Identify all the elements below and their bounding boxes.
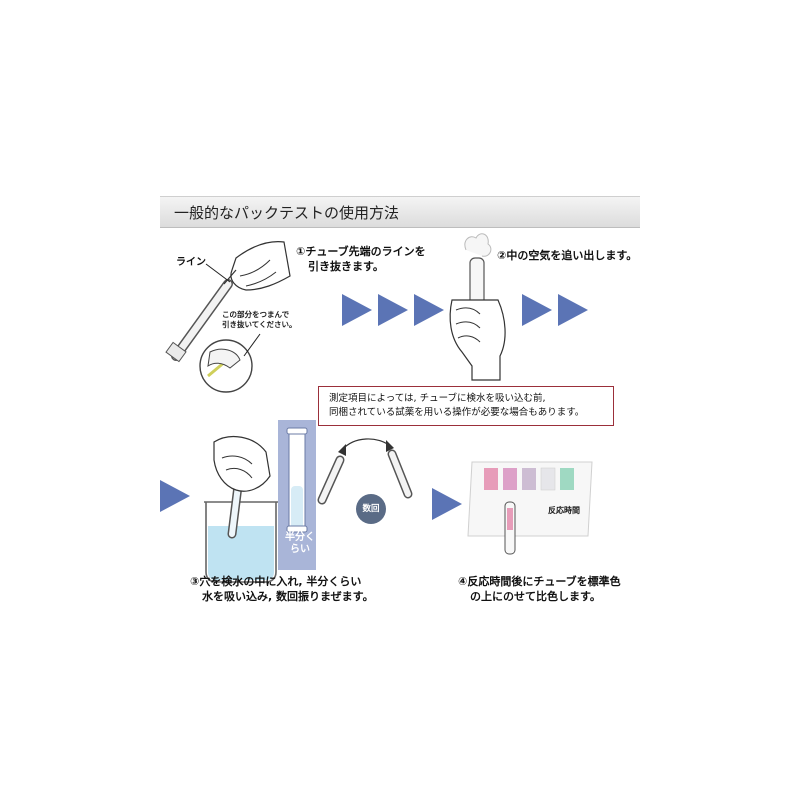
arrow-right-icon (558, 294, 588, 326)
note-box: 測定項目によっては, チューブに検水を吸い込む前, 同梱されている試薬を用いる操… (318, 386, 614, 426)
page-title: 一般的なパックテストの使用方法 (174, 204, 400, 222)
arrows-row1 (342, 294, 588, 326)
step4-text: ④反応時間後にチューブを標準色 の上にのせて比色します。 (458, 575, 621, 603)
step2-text: ②中の空気を追い出します。 (497, 249, 638, 262)
times-badge: 数回 (356, 494, 386, 524)
arrow-right-icon (160, 480, 190, 512)
step1-text: ①チューブ先端のラインを 引き抜きます。 (296, 245, 426, 273)
step1-illustration (165, 241, 291, 393)
pinch-instruction: この部分をつまんで 引き抜いてください。 (222, 310, 297, 329)
section-title-bar: 一般的なパックテストの使用方法 (160, 196, 640, 228)
step4-illustration (432, 461, 593, 555)
color-swatches (484, 467, 574, 491)
step3-illustration (160, 420, 413, 583)
arrow-right-icon (414, 294, 444, 326)
arrow-right-icon (432, 488, 462, 520)
step2-illustration (449, 233, 506, 381)
arrow-right-icon (378, 294, 408, 326)
reaction-time-label: 反応時間 (548, 506, 580, 515)
arrow-right-icon (342, 294, 372, 326)
arrow-right-icon (522, 294, 552, 326)
half-label: 半分くらい (285, 532, 315, 555)
step3-text: ③穴を検水の中に入れ, 半分くらい 水を吸い込み, 数回振りまぜます。 (190, 575, 374, 603)
line-label: ライン (176, 257, 206, 268)
